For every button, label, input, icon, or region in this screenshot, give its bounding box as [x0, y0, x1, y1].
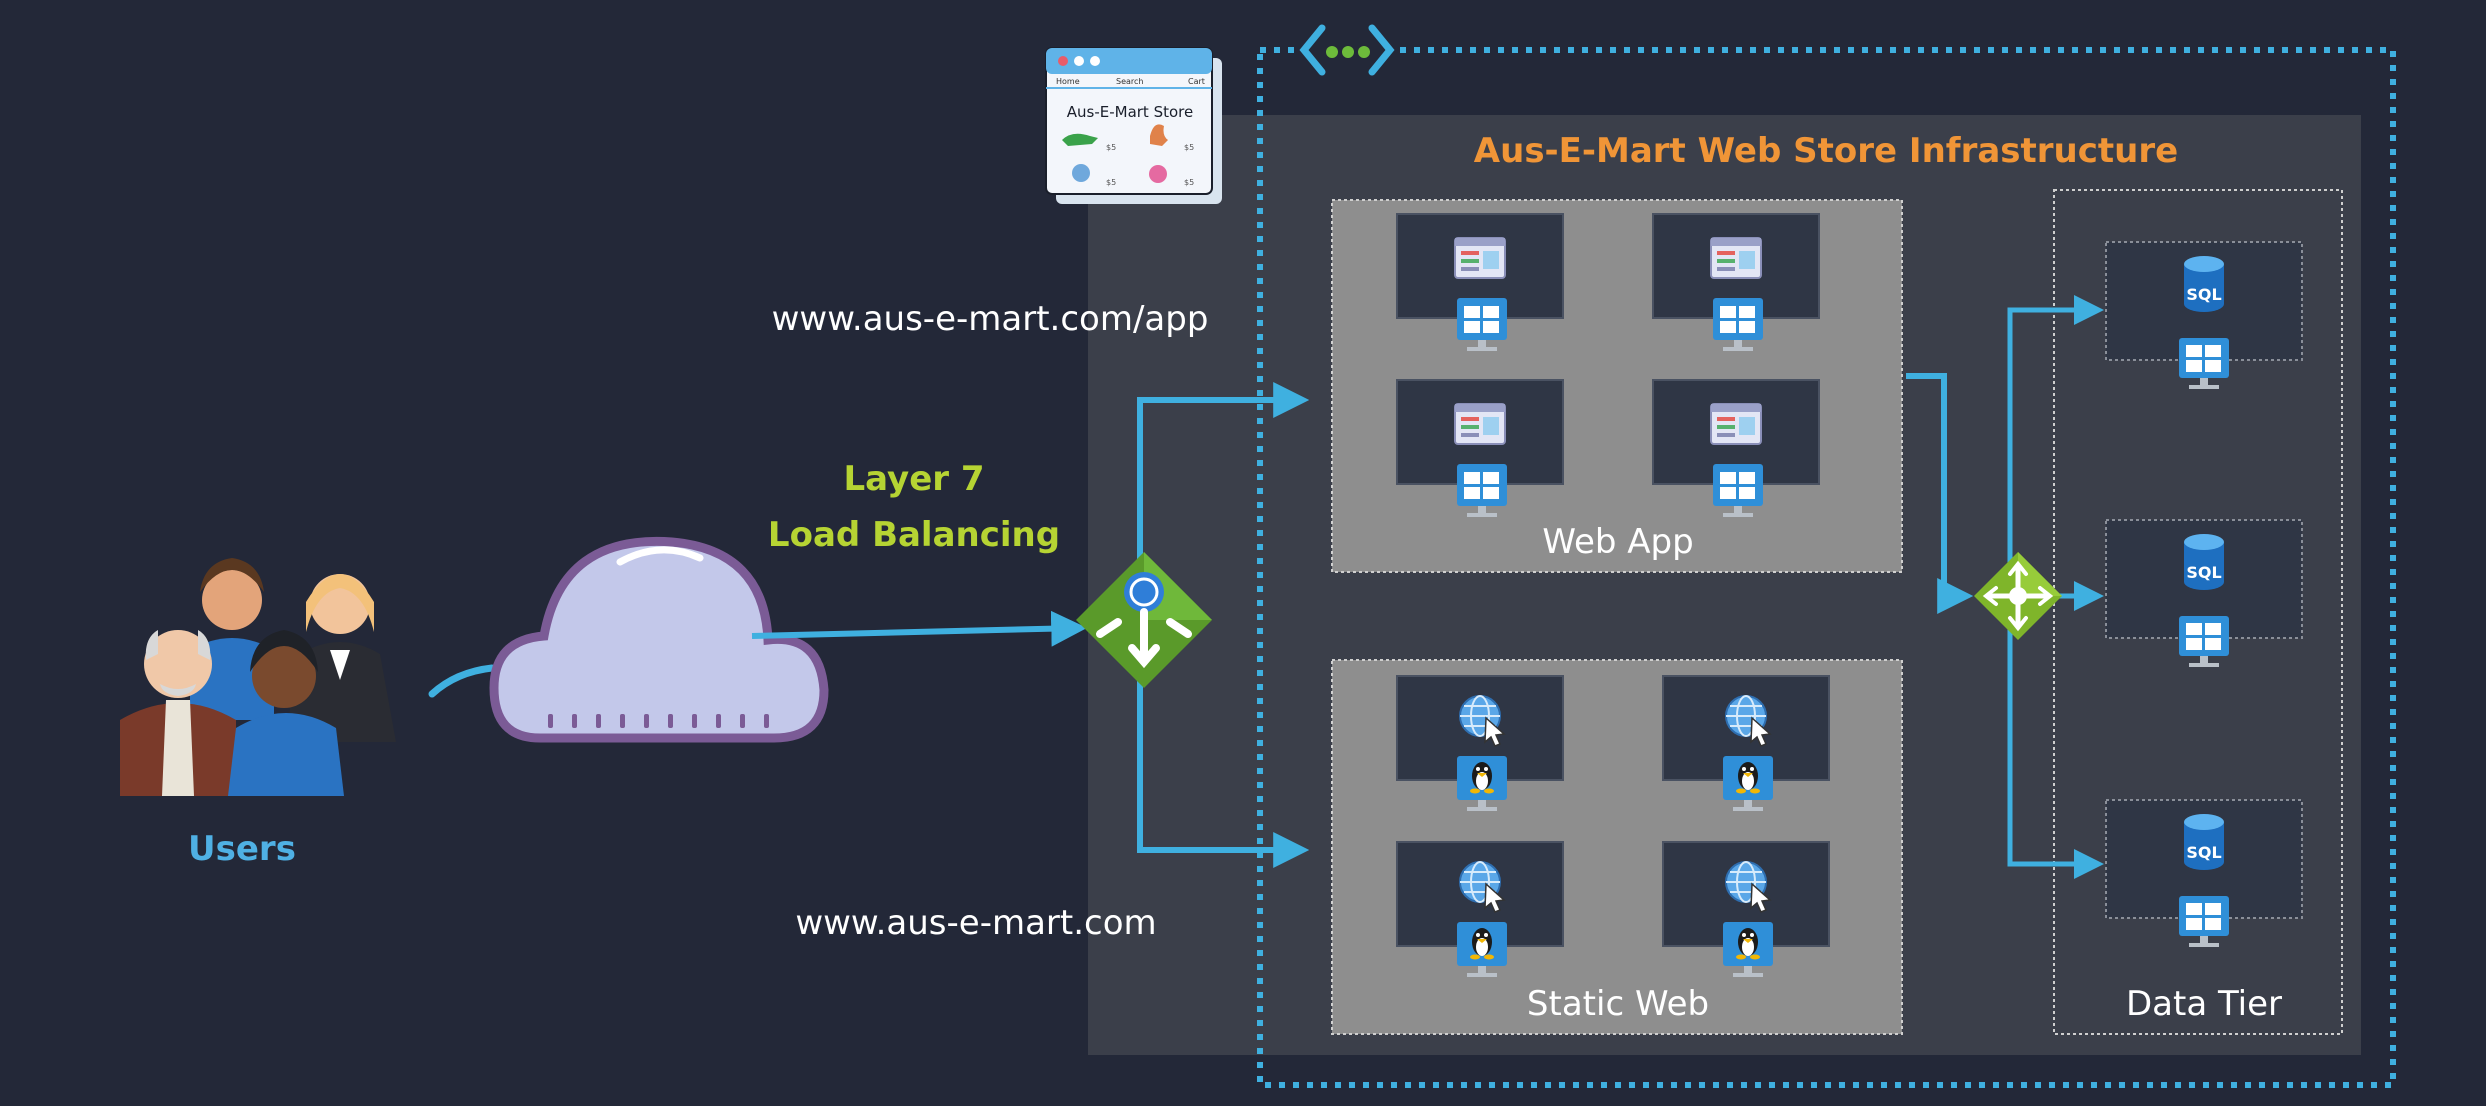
infrastructure-title: Aus-E-Mart Web Store Infrastructure	[1474, 131, 2178, 171]
load-balancer-icon	[1974, 552, 2062, 640]
svg-text:SQL: SQL	[2186, 563, 2221, 582]
store-name: Aus-E-Mart Store	[1067, 103, 1193, 121]
cloud-to-gateway-arrow	[751, 610, 1088, 647]
lb-label-line1: Layer 7	[843, 459, 984, 499]
sql-database-icon: SQL	[2105, 799, 2303, 948]
internet-cloud-icon	[489, 536, 829, 743]
users-to-cloud-connector	[428, 664, 496, 698]
gateway-to-webapp-arrow	[1137, 382, 1310, 584]
url-static-label: www.aus-e-mart.com	[795, 903, 1156, 943]
users-label: Users	[188, 829, 296, 869]
price-label: $5	[1184, 143, 1194, 152]
browser-window-icon: Home Search Cart Aus-E-Mart Store $5 $5 …	[1045, 47, 1222, 204]
lb-label-line2: Load Balancing	[768, 515, 1060, 555]
users-group-icon	[120, 558, 396, 796]
virtual-network-icon	[1299, 24, 1395, 76]
static-web-label: Static Web	[1527, 984, 1709, 1024]
price-label: $5	[1106, 178, 1116, 187]
application-gateway-icon	[1076, 552, 1212, 688]
platypus-product-icon	[1149, 165, 1167, 183]
web-app-label: Web App	[1542, 522, 1693, 562]
lb-to-sql-3-arrow	[2007, 618, 2104, 879]
webapp-to-lb-arrow	[1906, 373, 1974, 614]
kangaroo-product-icon	[1150, 124, 1168, 146]
virtual-network-boundary	[1257, 47, 2396, 1088]
sql-database-icon: SQL	[2105, 519, 2303, 668]
lb-to-sql-1-arrow	[2007, 295, 2104, 574]
browser-tab-home: Home	[1056, 77, 1080, 86]
gateway-to-staticweb-arrow	[1137, 680, 1310, 868]
data-tier-label: Data Tier	[2126, 984, 2282, 1024]
svg-text:SQL: SQL	[2186, 285, 2221, 304]
url-app-label: www.aus-e-mart.com/app	[772, 299, 1209, 339]
price-label: $5	[1184, 178, 1194, 187]
crocodile-product-icon	[1062, 133, 1098, 146]
svg-text:SQL: SQL	[2186, 843, 2221, 862]
koala-product-icon	[1072, 164, 1090, 182]
sql-database-icon: SQL	[2105, 241, 2303, 390]
browser-tab-cart: Cart	[1188, 77, 1205, 86]
data-tier	[2053, 189, 2343, 1035]
browser-tab-search: Search	[1116, 77, 1143, 86]
price-label: $5	[1106, 143, 1116, 152]
